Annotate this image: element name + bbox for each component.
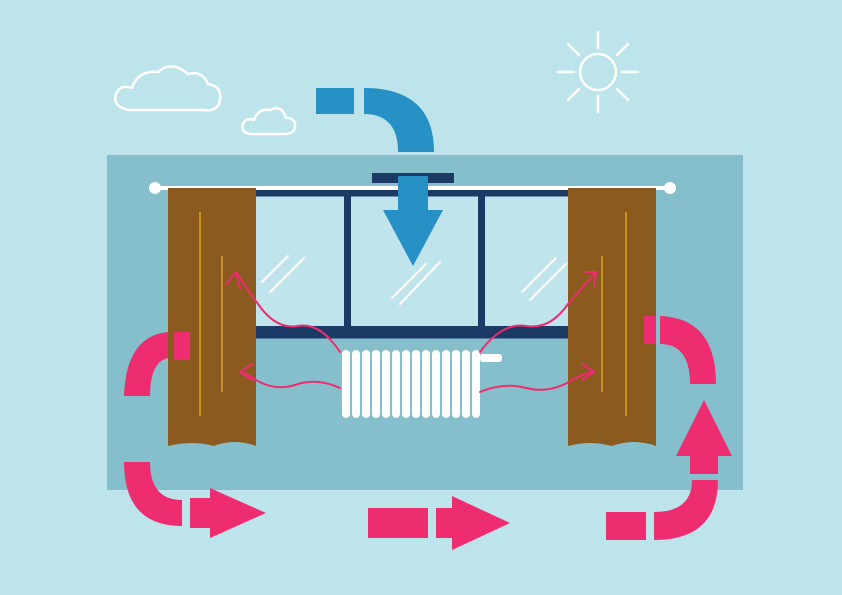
cloud-icon xyxy=(114,65,222,112)
warm-air-arrow xyxy=(124,316,732,550)
curtain-icon xyxy=(168,188,256,446)
heat-flow-arrows xyxy=(225,271,597,393)
sun-icon xyxy=(556,30,640,114)
cold-air-arrow xyxy=(316,88,443,266)
radiator-icon xyxy=(342,350,502,418)
curtain-icon xyxy=(568,188,656,446)
cloud-icon xyxy=(241,107,297,136)
